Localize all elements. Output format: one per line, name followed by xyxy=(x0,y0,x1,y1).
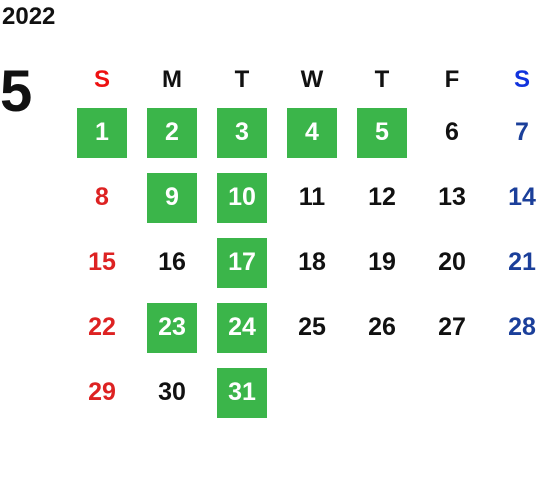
day-label: 31 xyxy=(217,367,267,418)
calendar-grid: S M T W T F S 1 2 3 4 5 6 7 8 9 10 11 12… xyxy=(67,60,548,425)
day-label: 21 xyxy=(508,248,536,276)
day-label: 29 xyxy=(88,378,116,406)
day-label: 3 xyxy=(217,107,267,158)
day-label: 20 xyxy=(438,248,466,276)
day-label: 26 xyxy=(368,313,396,341)
day-label: 2 xyxy=(147,107,197,158)
day-label: 16 xyxy=(158,248,186,276)
day-label: 6 xyxy=(445,118,459,146)
day-cell-highlighted[interactable]: 10 xyxy=(207,165,277,230)
day-cell[interactable]: 18 xyxy=(277,230,347,295)
day-cell[interactable]: 13 xyxy=(417,165,487,230)
day-cell-highlighted[interactable]: 24 xyxy=(207,295,277,360)
day-label: 25 xyxy=(298,313,326,341)
day-label: 11 xyxy=(298,183,326,211)
day-cell[interactable]: 16 xyxy=(137,230,207,295)
day-cell-highlighted[interactable]: 3 xyxy=(207,100,277,165)
day-cell-highlighted[interactable]: 17 xyxy=(207,230,277,295)
day-label: 12 xyxy=(368,183,396,211)
day-cell-highlighted[interactable]: 4 xyxy=(277,100,347,165)
day-label: 13 xyxy=(438,183,466,211)
day-cell-highlighted[interactable]: 9 xyxy=(137,165,207,230)
day-cell-highlighted[interactable]: 31 xyxy=(207,360,277,425)
weekday-header-thursday: T xyxy=(374,66,390,93)
day-cell[interactable]: 20 xyxy=(417,230,487,295)
weekday-header-friday: F xyxy=(444,66,460,93)
day-cell[interactable]: 19 xyxy=(347,230,417,295)
day-cell[interactable]: 8 xyxy=(67,165,137,230)
day-label: 30 xyxy=(158,378,186,406)
weekday-header-sunday: S xyxy=(93,66,110,93)
day-label: 14 xyxy=(508,183,536,211)
day-cell[interactable]: 21 xyxy=(487,230,548,295)
day-label: 7 xyxy=(515,118,529,146)
day-cell-highlighted[interactable]: 1 xyxy=(67,100,137,165)
day-label: 22 xyxy=(88,313,116,341)
day-label: 1 xyxy=(77,107,127,158)
day-label: 24 xyxy=(217,302,267,353)
day-cell[interactable]: 28 xyxy=(487,295,548,360)
day-label: 17 xyxy=(217,237,267,288)
day-label: 5 xyxy=(357,107,407,158)
calendar-month: 5 xyxy=(0,59,33,124)
day-label: 18 xyxy=(298,248,326,276)
weekday-header-tuesday: T xyxy=(234,66,250,93)
day-cell-highlighted[interactable]: 5 xyxy=(347,100,417,165)
day-cell[interactable]: 26 xyxy=(347,295,417,360)
day-cell-highlighted[interactable]: 23 xyxy=(137,295,207,360)
calendar-year: 2022 xyxy=(2,3,56,30)
day-cell[interactable]: 25 xyxy=(277,295,347,360)
day-label: 15 xyxy=(88,248,116,276)
day-label: 19 xyxy=(368,248,396,276)
day-cell[interactable]: 15 xyxy=(67,230,137,295)
day-cell-highlighted[interactable]: 2 xyxy=(137,100,207,165)
day-cell[interactable]: 30 xyxy=(137,360,207,425)
day-cell[interactable]: 27 xyxy=(417,295,487,360)
day-label: 23 xyxy=(147,302,197,353)
day-cell[interactable]: 29 xyxy=(67,360,137,425)
weekday-header-wednesday: W xyxy=(300,66,324,93)
day-label: 8 xyxy=(95,183,109,211)
day-label: 10 xyxy=(217,172,267,223)
day-cell[interactable]: 22 xyxy=(67,295,137,360)
day-cell[interactable]: 7 xyxy=(487,100,548,165)
day-label: 28 xyxy=(508,313,536,341)
day-label: 27 xyxy=(438,313,466,341)
day-cell[interactable]: 12 xyxy=(347,165,417,230)
weekday-header-monday: M xyxy=(162,66,182,93)
day-label: 4 xyxy=(287,107,337,158)
day-cell[interactable]: 6 xyxy=(417,100,487,165)
weekday-header-saturday: S xyxy=(513,66,530,93)
day-label: 9 xyxy=(147,172,197,223)
day-cell[interactable]: 14 xyxy=(487,165,548,230)
day-cell[interactable]: 11 xyxy=(277,165,347,230)
